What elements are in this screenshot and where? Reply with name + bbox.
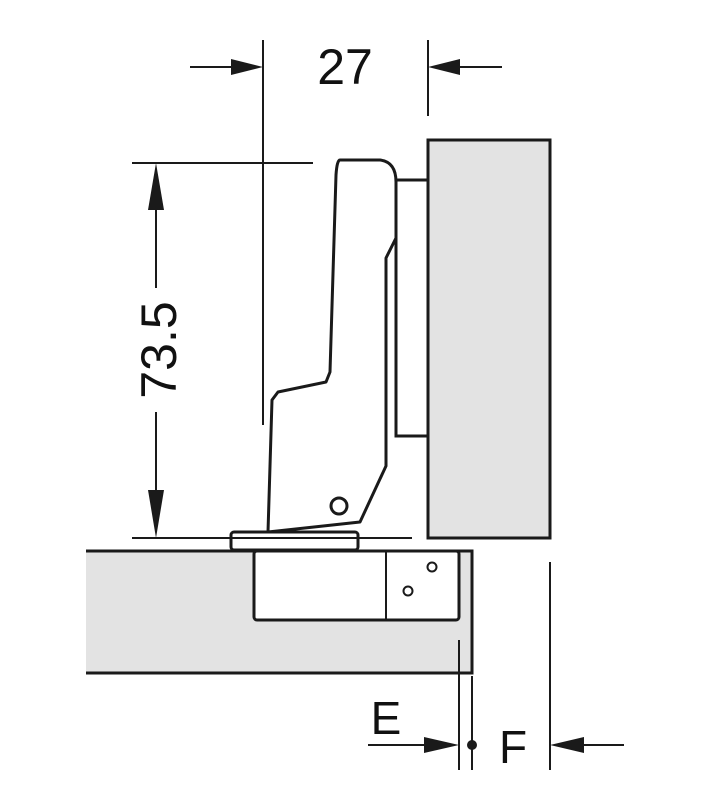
arrowhead-f [550, 737, 584, 753]
mounting-plate [394, 178, 430, 438]
arrowhead-73-bottom [148, 490, 164, 538]
cup-screw-hole-1 [426, 561, 438, 573]
arrowhead-27-left [231, 59, 263, 75]
dim-label-e: E [371, 692, 402, 744]
arrowhead-73-top [148, 163, 164, 210]
arrowhead-e [424, 737, 459, 753]
arrowhead-27-right [428, 59, 460, 75]
dim-label-73-5: 73.5 [131, 301, 187, 398]
hinge-arm [266, 158, 398, 534]
side-panel [426, 138, 552, 540]
hinge-flange [229, 530, 360, 552]
reference-point [467, 740, 477, 750]
cup-screw-hole-2 [402, 585, 414, 597]
dim-label-27: 27 [317, 39, 373, 95]
hinge-cup [252, 549, 461, 622]
hinge-pivot [329, 496, 349, 516]
dim-label-f: F [499, 721, 527, 773]
